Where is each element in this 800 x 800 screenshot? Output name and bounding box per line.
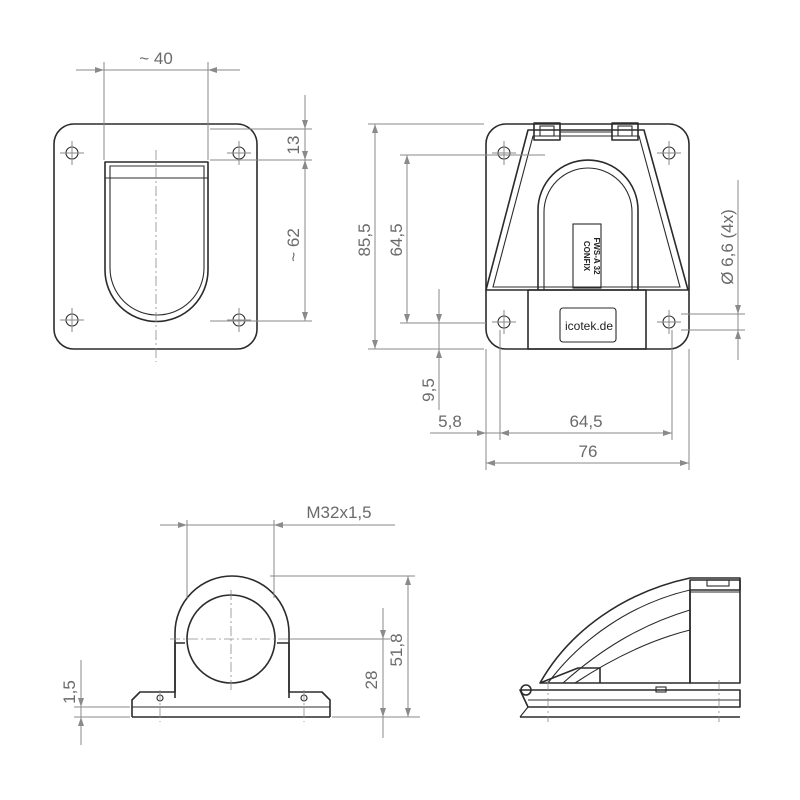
front-view: CONFIX FWS-A 32 icotek.de 85,5 64,5 9,5 … xyxy=(355,122,745,470)
product-label-line2: FWS-A 32 xyxy=(592,237,601,275)
dim-top-width: ~ 40 xyxy=(139,49,173,68)
product-label-line1: CONFIX xyxy=(582,241,591,272)
dim-overall-width: 76 xyxy=(579,442,598,461)
dim-hole-diameter: Ø 6,6 (4x) xyxy=(718,209,737,285)
dim-left-offset: 5,8 xyxy=(438,412,462,431)
dim-bottom-offset: 9,5 xyxy=(419,378,438,402)
dim-top-height-body: ~ 62 xyxy=(284,228,303,262)
plan-flange-plate xyxy=(53,123,258,350)
brand-logo: icotek.de xyxy=(565,319,613,333)
side-view xyxy=(519,577,741,722)
dim-axis-height: 28 xyxy=(362,671,381,690)
plan-hood-outline xyxy=(104,161,209,323)
dim-inner-width: 64,5 xyxy=(569,412,602,431)
dim-front-height: 51,8 xyxy=(387,633,406,666)
dim-thread: M32x1,5 xyxy=(306,503,371,522)
plan-view: ~ 40 13 ~ 62 xyxy=(53,49,312,362)
end-view: M32x1,5 1,5 28 51,8 xyxy=(60,503,420,745)
dim-top-height-upper: 13 xyxy=(284,136,303,155)
front-flange-plate xyxy=(485,123,690,350)
end-view-body xyxy=(174,575,290,698)
dim-inner-height: 64,5 xyxy=(387,223,406,256)
dim-base-thickness: 1,5 xyxy=(60,680,79,704)
dim-overall-height: 85,5 xyxy=(355,223,374,256)
